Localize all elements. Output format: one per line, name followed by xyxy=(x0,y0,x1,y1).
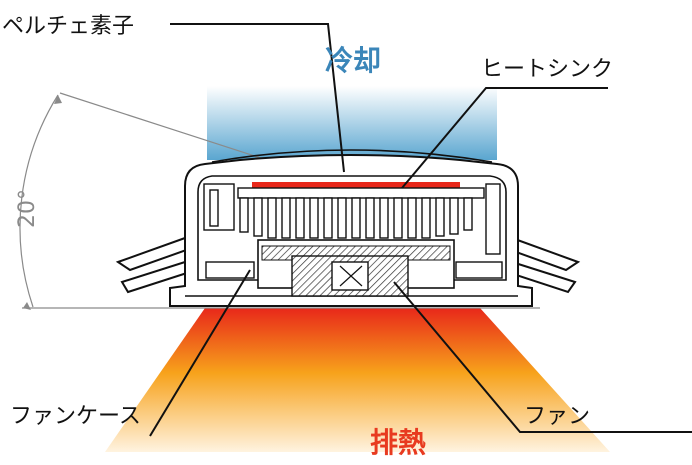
side-brackets xyxy=(203,183,503,279)
heatsink-fins xyxy=(237,187,485,239)
leader-lines xyxy=(149,23,692,437)
cooling-zone xyxy=(207,86,497,160)
fan xyxy=(291,255,409,297)
peltier-label: ペルチェ素子 xyxy=(2,14,134,39)
cooling-label: 冷却 xyxy=(325,44,381,77)
fan-label: ファン xyxy=(524,404,590,429)
fan-case-label: ファンケース xyxy=(10,404,141,429)
peltier-element xyxy=(252,182,460,188)
angle-label: 20° xyxy=(15,189,40,228)
heatsink-label: ヒートシンク xyxy=(481,57,613,82)
heat-exhaust-label: 排熱 xyxy=(370,426,426,459)
heat-exhaust-zone xyxy=(105,308,610,452)
